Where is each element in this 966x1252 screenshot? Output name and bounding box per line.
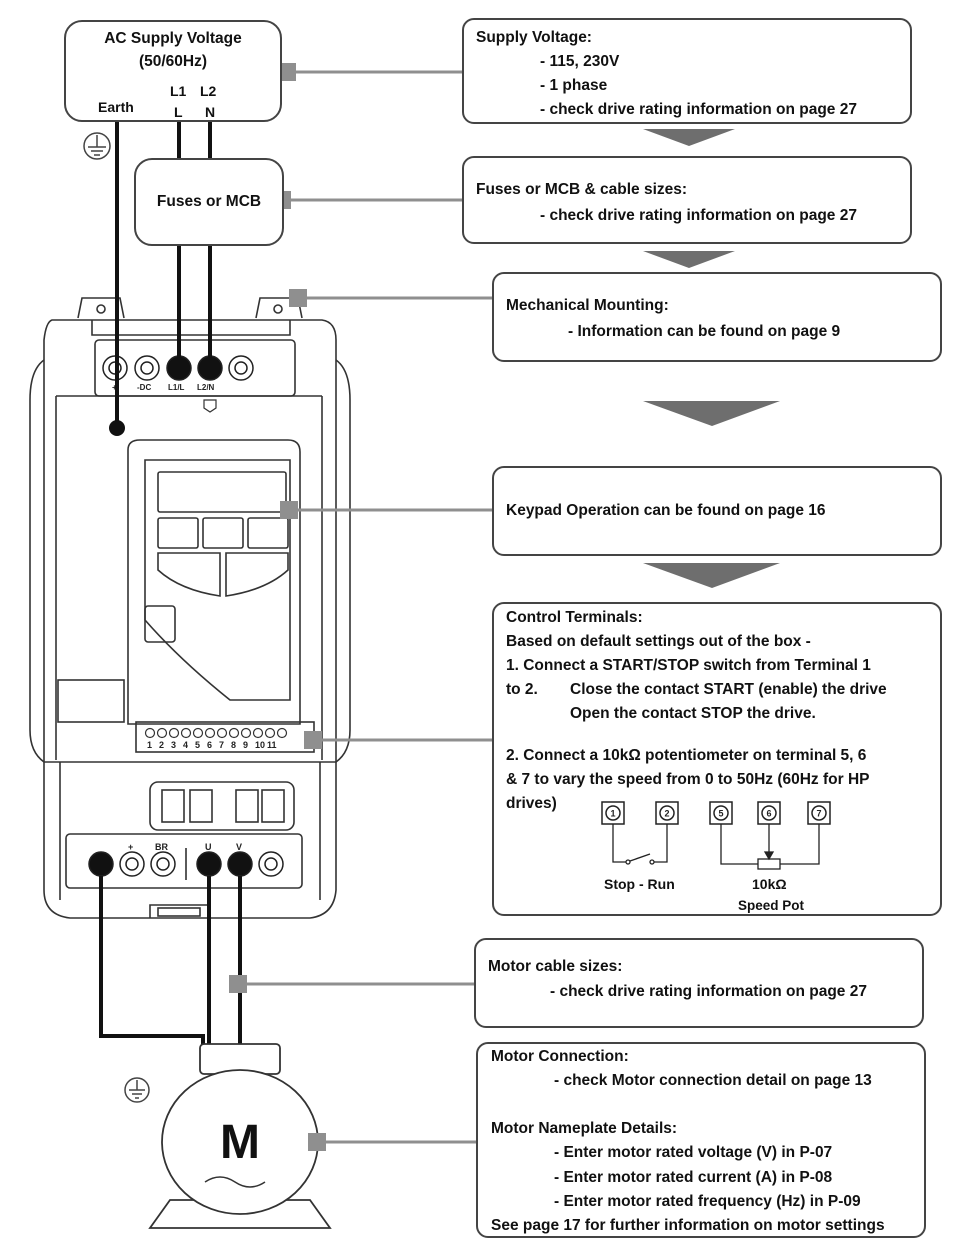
- info-motor-cable-title: Motor cable sizes:: [488, 958, 623, 975]
- terminal-label-l2: L2/N: [197, 383, 215, 392]
- svg-text:9: 9: [243, 740, 248, 750]
- info-mounting: Mechanical Mounting: - Information can b…: [492, 272, 942, 362]
- top-terminals: [102, 355, 254, 381]
- info-motor-line4: - Enter motor rated frequency (Hz) in P-…: [554, 1193, 861, 1210]
- label-n: N: [205, 104, 216, 120]
- pot-label: Speed Pot: [738, 898, 805, 913]
- svg-text:V: V: [236, 842, 242, 852]
- fuses-box: Fuses or MCB: [134, 158, 284, 246]
- label-l2: L2: [200, 83, 217, 99]
- svg-text:10: 10: [255, 740, 265, 750]
- label-earth: Earth: [98, 99, 134, 115]
- flow-arrows: [643, 129, 780, 588]
- svg-text:4: 4: [183, 740, 188, 750]
- info-motor: Motor Connection: - check Motor connecti…: [476, 1042, 926, 1238]
- mini-terminal-6: 6: [766, 809, 771, 819]
- warning-icon: [203, 399, 217, 413]
- svg-text:7: 7: [219, 740, 224, 750]
- info-motor-line3: - Enter motor rated current (A) in P-08: [554, 1169, 833, 1186]
- info-supply-line3: - check drive rating information on page…: [540, 101, 857, 118]
- mini-terminal-5: 5: [718, 809, 723, 819]
- info-control-line4: Open the contact STOP the drive.: [570, 705, 816, 722]
- bottom-terminal-labels: + BR U V: [128, 842, 242, 852]
- info-supply-line1: - 115, 230V: [540, 53, 620, 70]
- info-motor-line5: See page 17 for further information on m…: [491, 1217, 885, 1234]
- info-supply-line2: - 1 phase: [540, 77, 608, 94]
- connector-squares: [229, 63, 326, 1151]
- svg-text:3: 3: [171, 740, 176, 750]
- info-control-line7: drives): [506, 795, 557, 812]
- svg-text:BR: BR: [155, 842, 168, 852]
- svg-text:U: U: [205, 842, 212, 852]
- connector-lines: [238, 70, 493, 1144]
- switch-label: Stop - Run: [604, 876, 675, 892]
- control-wiring-mini-diagram: 1 2 5 6 7: [601, 801, 831, 870]
- ac-supply-title: AC Supply Voltage: [104, 30, 242, 47]
- info-fuses-title: Fuses or MCB & cable sizes:: [476, 181, 688, 198]
- info-motor-title: Motor Connection:: [491, 1048, 629, 1065]
- svg-text:2: 2: [159, 740, 164, 750]
- info-control-line1: Based on default settings out of the box…: [506, 633, 811, 650]
- info-motor-cable: Motor cable sizes: - check drive rating …: [474, 938, 924, 1028]
- earth-symbol-motor: [124, 1077, 150, 1103]
- wires: [99, 120, 242, 1046]
- svg-text:11: 11: [267, 740, 277, 750]
- info-control-title: Control Terminals:: [506, 609, 643, 626]
- info-control-line5: 2. Connect a 10kΩ potentiometer on termi…: [506, 747, 867, 764]
- mini-terminal-7: 7: [816, 809, 821, 819]
- svg-text:+: +: [128, 842, 133, 852]
- earth-connection-dot: [109, 420, 125, 436]
- label-l: L: [174, 104, 183, 120]
- label-l1: L1: [170, 83, 187, 99]
- terminal-label-dc: -DC: [137, 383, 151, 392]
- info-motor-line2: - Enter motor rated voltage (V) in P-07: [554, 1144, 833, 1161]
- ac-supply-freq: (50/60Hz): [138, 53, 208, 70]
- fuses-label: Fuses or MCB: [156, 193, 262, 210]
- info-motor-line1: - check Motor connection detail on page …: [554, 1072, 872, 1089]
- mini-terminal-2: 2: [664, 809, 669, 819]
- info-supply-title: Supply Voltage:: [476, 29, 592, 46]
- bottom-terminals: [88, 848, 284, 880]
- info-control-line3b: Close the contact START (enable) the dri…: [570, 681, 887, 698]
- control-terminal-circles: [144, 727, 288, 739]
- control-terminal-numbers: 1 2 3 4 5 6 7 8 9 10 11: [147, 740, 277, 750]
- info-motor-title2: Motor Nameplate Details:: [491, 1120, 678, 1137]
- info-control-line6: & 7 to vary the speed from 0 to 50Hz (60…: [506, 771, 870, 788]
- info-fuses: Fuses or MCB & cable sizes: - check driv…: [462, 156, 912, 244]
- info-control-terminals: Control Terminals: Based on default sett…: [492, 602, 942, 916]
- terminal-label-plus: +: [112, 383, 117, 392]
- svg-text:5: 5: [195, 740, 200, 750]
- drive-body: [29, 297, 351, 919]
- svg-text:8: 8: [231, 740, 236, 750]
- svg-text:6: 6: [207, 740, 212, 750]
- info-keypad-title: Keypad Operation can be found on page 16: [506, 502, 826, 519]
- info-mounting-title: Mechanical Mounting:: [506, 297, 669, 314]
- earth-symbol-top: [83, 132, 111, 160]
- terminal-label-l1: L1/L: [168, 383, 185, 392]
- info-supply-voltage: Supply Voltage: - 115, 230V - 1 phase - …: [462, 18, 912, 124]
- info-motor-cable-line1: - check drive rating information on page…: [550, 983, 867, 1000]
- top-terminal-labels: + -DC L1/L L2/N: [112, 383, 215, 392]
- svg-text:1: 1: [147, 740, 152, 750]
- motor-letter: M: [220, 1116, 260, 1169]
- mini-terminal-1: 1: [610, 809, 615, 819]
- info-control-line2: 1. Connect a START/STOP switch from Term…: [506, 657, 871, 674]
- info-fuses-line1: - check drive rating information on page…: [540, 207, 857, 224]
- info-control-line3a: to 2.: [506, 681, 538, 698]
- pot-value: 10kΩ: [752, 876, 787, 892]
- info-keypad: Keypad Operation can be found on page 16: [492, 466, 942, 556]
- info-mounting-line1: - Information can be found on page 9: [568, 323, 841, 340]
- ac-supply-box: AC Supply Voltage (50/60Hz) L1 L2 Earth …: [64, 20, 282, 122]
